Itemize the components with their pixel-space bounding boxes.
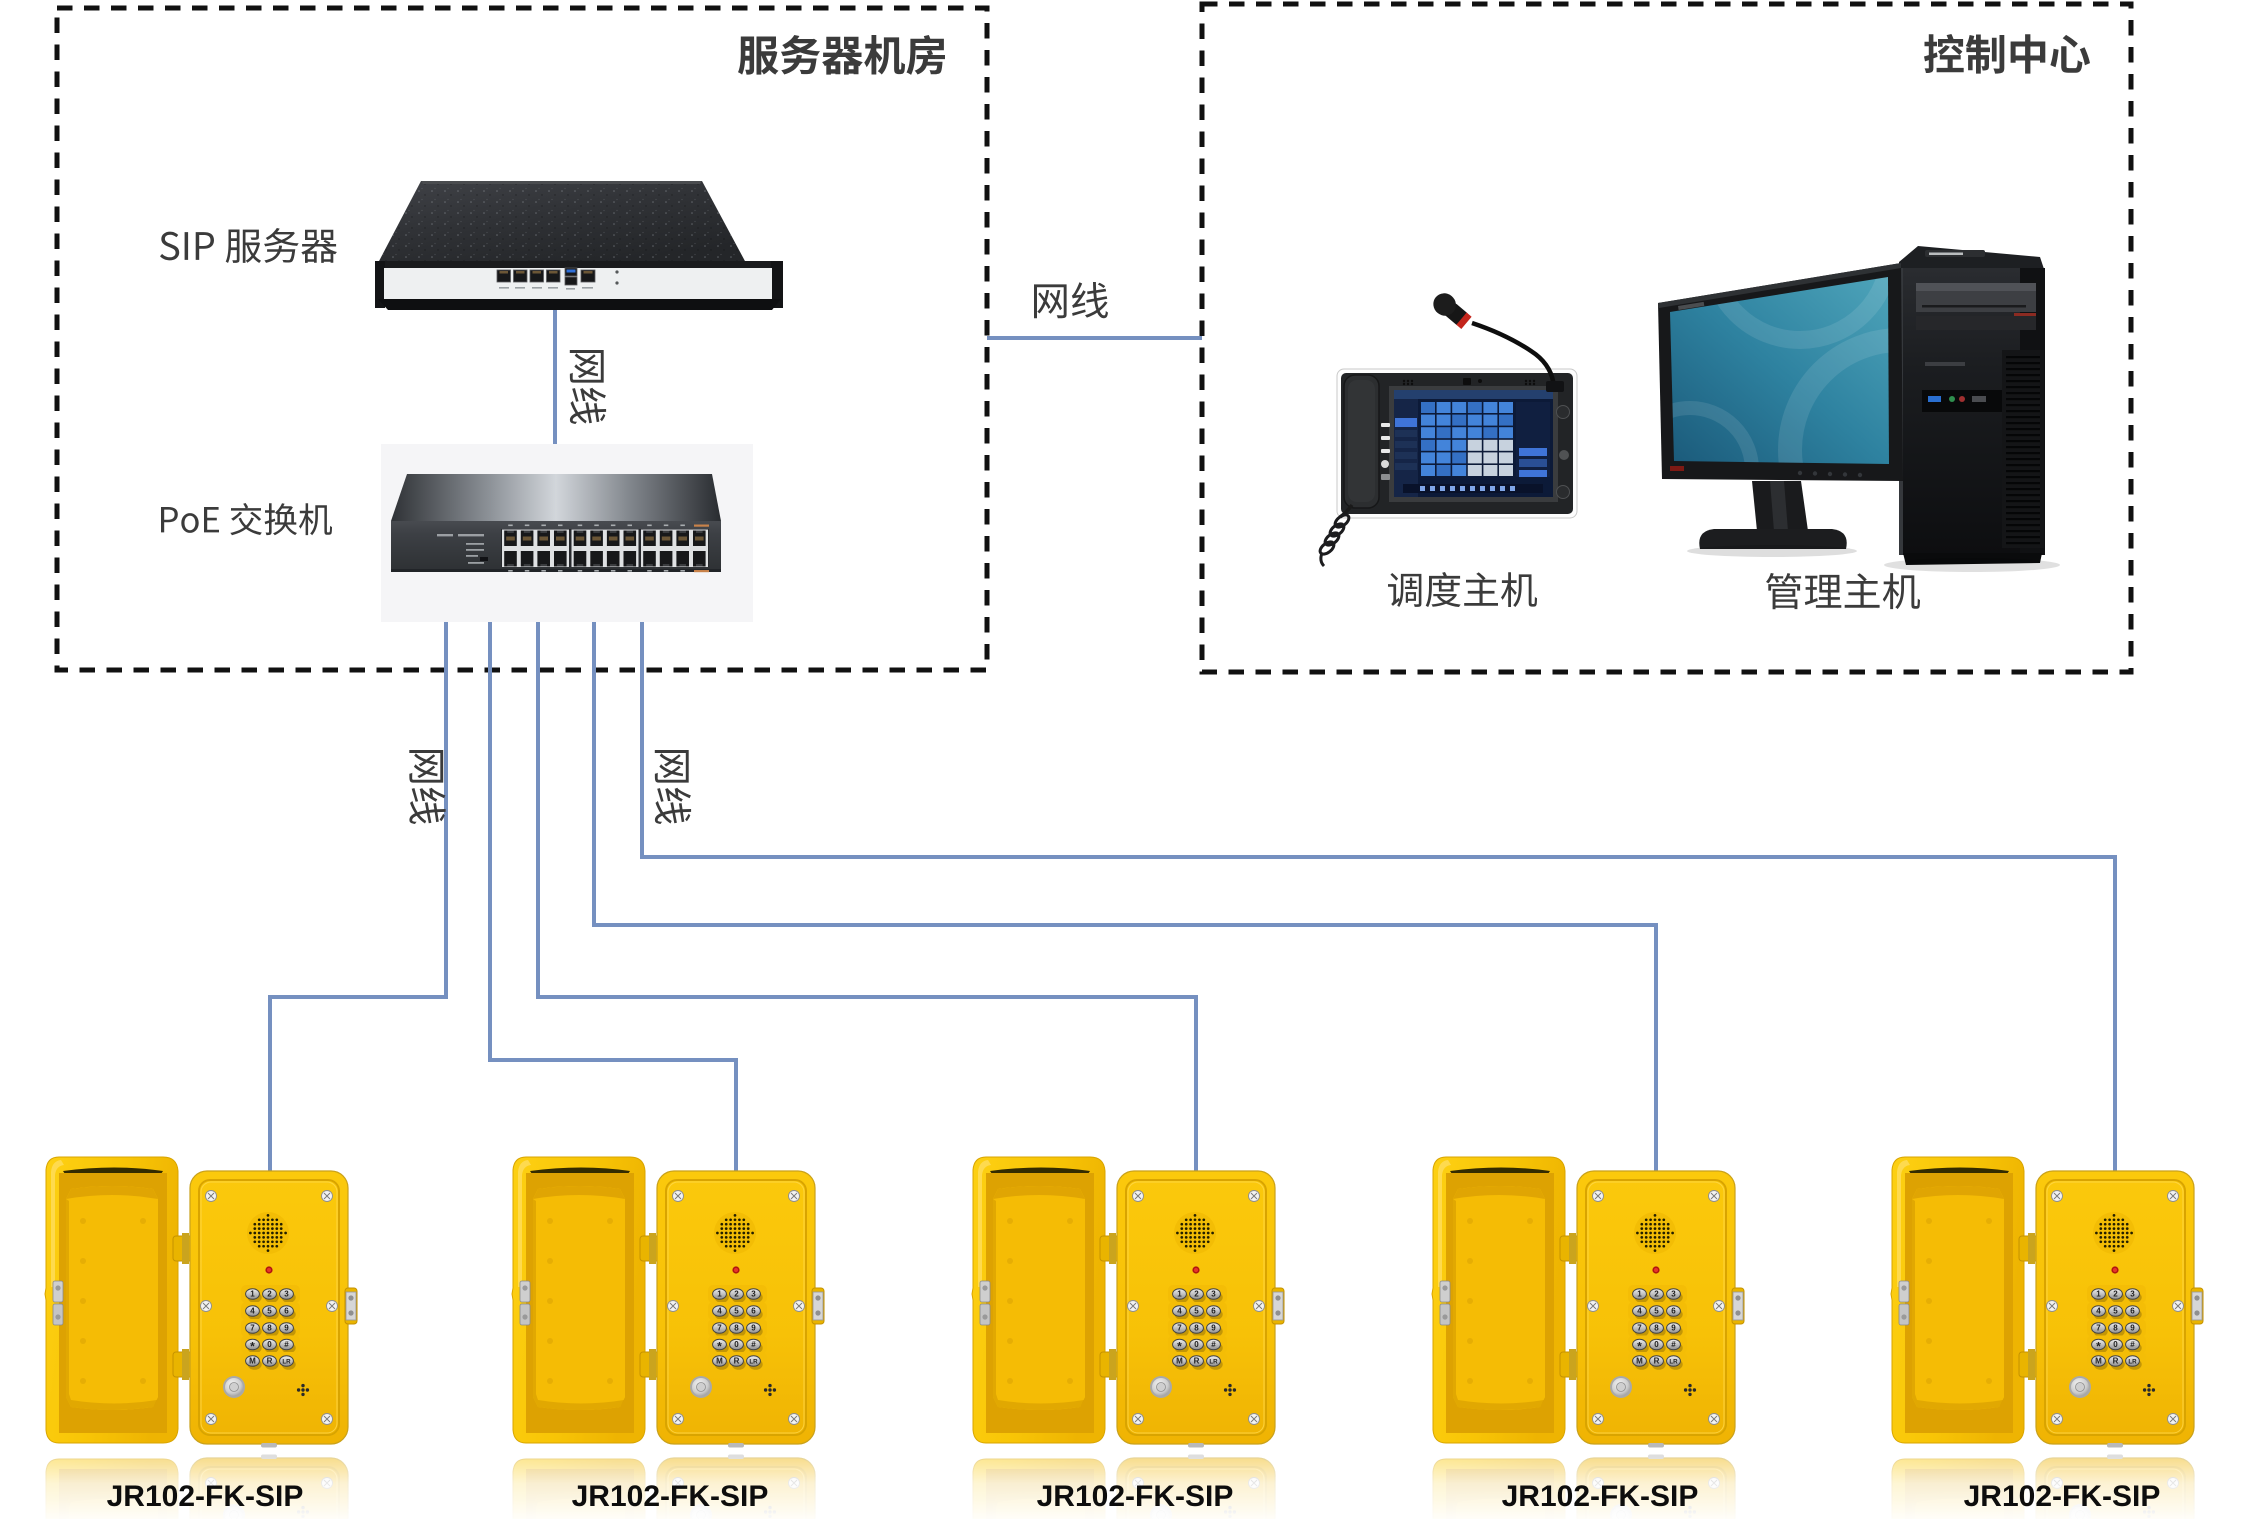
svg-text:JR102-FK-SIP: JR102-FK-SIP bbox=[1502, 1480, 1699, 1513]
svg-text:JR102-FK-SIP: JR102-FK-SIP bbox=[572, 1480, 769, 1513]
svg-text:JR102-FK-SIP: JR102-FK-SIP bbox=[1037, 1480, 1234, 1513]
svg-text:JR102-FK-SIP: JR102-FK-SIP bbox=[1964, 1480, 2161, 1513]
svg-text:JR102-FK-SIP: JR102-FK-SIP bbox=[107, 1480, 304, 1513]
